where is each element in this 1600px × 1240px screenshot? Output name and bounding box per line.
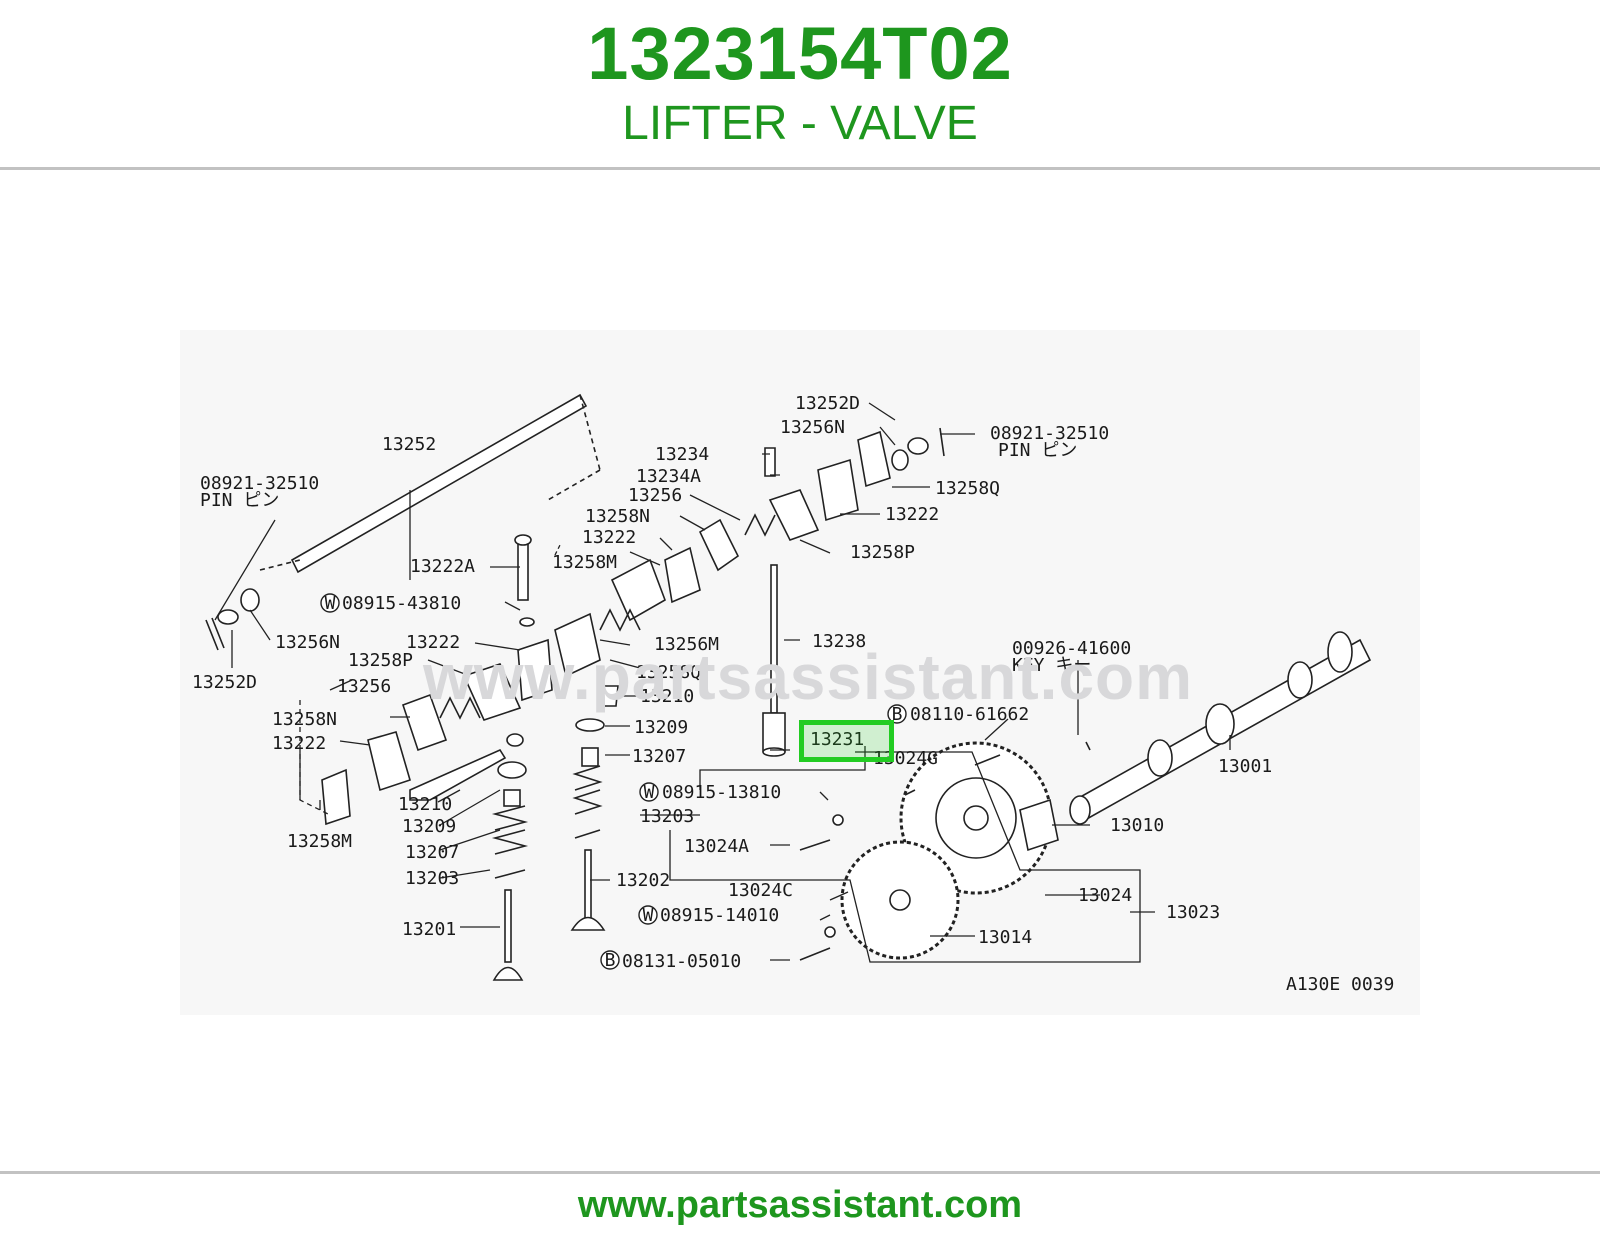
callout-13258n-left: 13258N xyxy=(272,709,337,730)
callout-13231: 13231 xyxy=(810,729,864,750)
callout-08110: 08110-61662 xyxy=(910,704,1029,725)
callout-13001: 13001 xyxy=(1218,756,1272,777)
callout-13201: 13201 xyxy=(402,919,456,940)
callout-13210-right: 13210 xyxy=(640,686,694,707)
marker-letters: W B W W B xyxy=(325,593,903,971)
callout-13258q-left: 13258Q xyxy=(636,662,701,683)
callout-13222-top: 13222 xyxy=(885,504,939,525)
callout-13256n-left: 13256N xyxy=(275,632,340,653)
callout-pin-top: PIN ピン xyxy=(998,440,1077,461)
marker-b-2: B xyxy=(605,950,616,971)
page-header: 1323154T02 LIFTER - VALVE xyxy=(0,0,1600,168)
gear-bracket xyxy=(669,751,1141,963)
marker-w-2: W xyxy=(644,782,655,803)
callout-13203-right: 13203 xyxy=(640,806,694,827)
callout-13258p-top: 13258P xyxy=(850,542,915,563)
callout-08131: 08131-05010 xyxy=(622,951,741,972)
rocker-shaft xyxy=(290,393,588,574)
marker-w-1: W xyxy=(325,593,336,614)
diagram-drawing xyxy=(205,393,1372,981)
callout-13222-left: 13222 xyxy=(406,632,460,653)
callout-13222-bottom: 13222 xyxy=(272,733,326,754)
diagram-svg: W B W W B 13252D 13256N 08921-32510 PIN … xyxy=(192,393,1394,995)
callout-08915-14010: 08915-14010 xyxy=(660,905,779,926)
callout-13256n-top: 13256N xyxy=(780,417,845,438)
part-number-title: 1323154T02 xyxy=(587,12,1013,95)
callout-13258n-top: 13258N xyxy=(585,506,650,527)
callout-08915-43810: 08915-43810 xyxy=(342,593,461,614)
shaft-dash xyxy=(547,394,601,501)
callout-13258m-top: 13258M xyxy=(552,552,617,573)
callout-13258q-top: 13258Q xyxy=(935,478,1000,499)
callout-13209-left: 13209 xyxy=(402,816,456,837)
callout-13238: 13238 xyxy=(812,631,866,652)
callout-13222-mid: 13222 xyxy=(582,527,636,548)
callout-markers xyxy=(320,593,907,970)
footer-url[interactable]: www.partsassistant.com xyxy=(577,1184,1023,1226)
callout-13024c: 13024C xyxy=(728,880,793,901)
callout-key: KEY キー xyxy=(1012,655,1091,676)
callout-13222a: 13222A xyxy=(410,556,475,577)
callout-13207-left: 13207 xyxy=(405,842,459,863)
callout-13256-top: 13256 xyxy=(628,485,682,506)
callout-13258p-left: 13258P xyxy=(348,650,413,671)
marker-w-3: W xyxy=(643,905,654,926)
callout-13024a: 13024A xyxy=(684,836,749,857)
part-callouts: 13252D 13256N 08921-32510 PIN ピン 13234 1… xyxy=(192,393,1394,995)
part-name-subtitle: LIFTER - VALVE xyxy=(622,97,978,150)
footer-divider xyxy=(0,1171,1600,1174)
callout-13202: 13202 xyxy=(616,870,670,891)
callout-13010: 13010 xyxy=(1110,815,1164,836)
callout-13234: 13234 xyxy=(655,444,709,465)
callout-13252d-top: 13252D xyxy=(795,393,860,414)
header-divider xyxy=(0,167,1600,170)
callout-13207-right: 13207 xyxy=(632,746,686,767)
callout-13258m-left: 13258M xyxy=(287,831,352,852)
callout-13210-left: 13210 xyxy=(398,794,452,815)
callout-08921-left: 08921-32510 xyxy=(200,473,319,494)
callout-13256m: 13256M xyxy=(654,634,719,655)
diagram-code: A130E 0039 xyxy=(1286,974,1394,995)
callout-08915-13810: 08915-13810 xyxy=(662,782,781,803)
callout-13234a: 13234A xyxy=(636,466,701,487)
leader-lines xyxy=(214,402,1231,963)
highlighted-part-box xyxy=(799,720,894,762)
marker-b-1: B xyxy=(892,704,903,725)
watermark: www.partsassistant.com xyxy=(422,641,1194,713)
exploded-parts-diagram: W B W W B 13252D 13256N 08921-32510 PIN … xyxy=(180,330,1420,1015)
callout-13023: 13023 xyxy=(1166,902,1220,923)
callout-00926: 00926-41600 xyxy=(1012,638,1131,659)
valve-lifter xyxy=(762,712,786,752)
callout-13252d-left: 13252D xyxy=(192,672,257,693)
callout-13256-left: 13256 xyxy=(337,676,391,697)
callout-13209-right: 13209 xyxy=(634,717,688,738)
callout-13024: 13024 xyxy=(1078,885,1132,906)
callout-13252: 13252 xyxy=(382,434,436,455)
callout-13203-left: 13203 xyxy=(405,868,459,889)
callout-08921-top: 08921-32510 xyxy=(990,423,1109,444)
callout-13014: 13014 xyxy=(978,927,1032,948)
callout-pin-left: PIN ピン xyxy=(200,490,279,511)
